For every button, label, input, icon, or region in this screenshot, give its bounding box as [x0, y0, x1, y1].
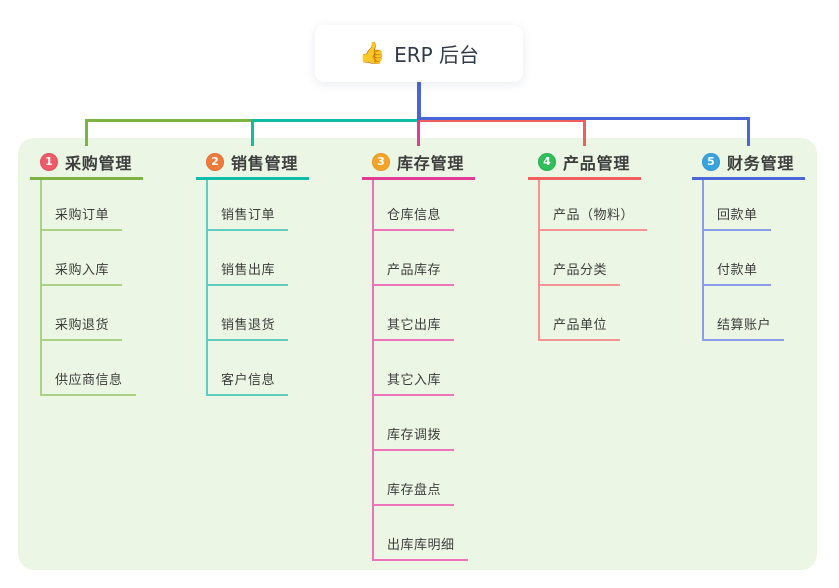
- root-label: ERP 后台: [394, 43, 480, 67]
- child-label: 结算账户: [717, 317, 772, 333]
- child-node[interactable]: 库存调拨: [372, 416, 455, 451]
- child-label: 采购订单: [55, 207, 110, 223]
- child-label: 销售订单: [221, 207, 276, 223]
- child-node[interactable]: 付款单: [702, 251, 771, 286]
- child-label: 客户信息: [221, 372, 276, 388]
- child-node[interactable]: 销售出库: [206, 251, 289, 286]
- child-node[interactable]: 库存盘点: [372, 471, 455, 506]
- child-label: 采购入库: [55, 262, 110, 278]
- branch-node[interactable]: 3 库存管理: [362, 146, 475, 180]
- connector-horizontal: [85, 119, 254, 122]
- child-node[interactable]: 供应商信息: [40, 361, 136, 396]
- child-label: 销售退货: [221, 317, 276, 333]
- branch-number-badge: 1: [40, 152, 58, 171]
- connector-horizontal: [251, 119, 419, 122]
- child-label: 产品单位: [553, 317, 608, 333]
- child-label: 其它入库: [387, 372, 442, 388]
- connector-root-stem: [417, 81, 421, 120]
- child-node[interactable]: 仓库信息: [372, 196, 455, 231]
- child-label: 供应商信息: [55, 372, 123, 388]
- child-label: 产品（物料）: [553, 207, 635, 223]
- child-label: 产品库存: [387, 262, 442, 278]
- branch-label: 采购管理: [65, 153, 133, 173]
- child-label: 库存调拨: [387, 427, 442, 443]
- child-node[interactable]: 销售订单: [206, 196, 289, 231]
- branch-label: 财务管理: [727, 153, 795, 173]
- child-label: 出库库明细: [387, 537, 455, 553]
- child-node[interactable]: 其它出库: [372, 306, 455, 341]
- branch-label: 销售管理: [231, 153, 299, 173]
- branch-node[interactable]: 5 财务管理: [692, 146, 805, 180]
- workspace-panel: [18, 138, 817, 570]
- child-node[interactable]: 其它入库: [372, 361, 455, 396]
- child-label: 产品分类: [553, 262, 608, 278]
- branch-node[interactable]: 2 销售管理: [196, 146, 309, 180]
- child-label: 销售出库: [221, 262, 276, 278]
- child-label: 回款单: [717, 207, 758, 223]
- child-node[interactable]: 出库库明细: [372, 526, 468, 561]
- child-node[interactable]: 采购退货: [40, 306, 123, 341]
- branch-number-badge: 5: [702, 152, 720, 171]
- child-label: 付款单: [717, 262, 758, 278]
- child-node[interactable]: 产品库存: [372, 251, 455, 286]
- child-node[interactable]: 结算账户: [702, 306, 785, 341]
- branch-node[interactable]: 1 采购管理: [30, 146, 143, 180]
- branch-number-badge: 4: [538, 152, 556, 171]
- child-node[interactable]: 客户信息: [206, 361, 289, 396]
- child-node[interactable]: 销售退货: [206, 306, 289, 341]
- connector-horizontal: [417, 117, 750, 120]
- root-node[interactable]: 👍 ERP 后台: [315, 25, 523, 82]
- child-label: 仓库信息: [387, 207, 442, 223]
- child-node[interactable]: 产品（物料）: [538, 196, 648, 231]
- child-node[interactable]: 产品分类: [538, 251, 621, 286]
- child-node[interactable]: 采购订单: [40, 196, 123, 231]
- child-label: 其它出库: [387, 317, 442, 333]
- branch-number-badge: 3: [372, 152, 390, 171]
- branch-node[interactable]: 4 产品管理: [528, 146, 641, 180]
- connector-horizontal: [420, 119, 586, 122]
- child-node[interactable]: 采购入库: [40, 251, 123, 286]
- child-node[interactable]: 回款单: [702, 196, 771, 231]
- child-label: 库存盘点: [387, 482, 442, 498]
- branch-label: 库存管理: [397, 153, 465, 173]
- child-node[interactable]: 产品单位: [538, 306, 621, 341]
- branch-label: 产品管理: [563, 153, 631, 173]
- branch-number-badge: 2: [206, 152, 224, 171]
- thumbs-up-icon: 👍: [358, 41, 386, 65]
- child-label: 采购退货: [55, 317, 110, 333]
